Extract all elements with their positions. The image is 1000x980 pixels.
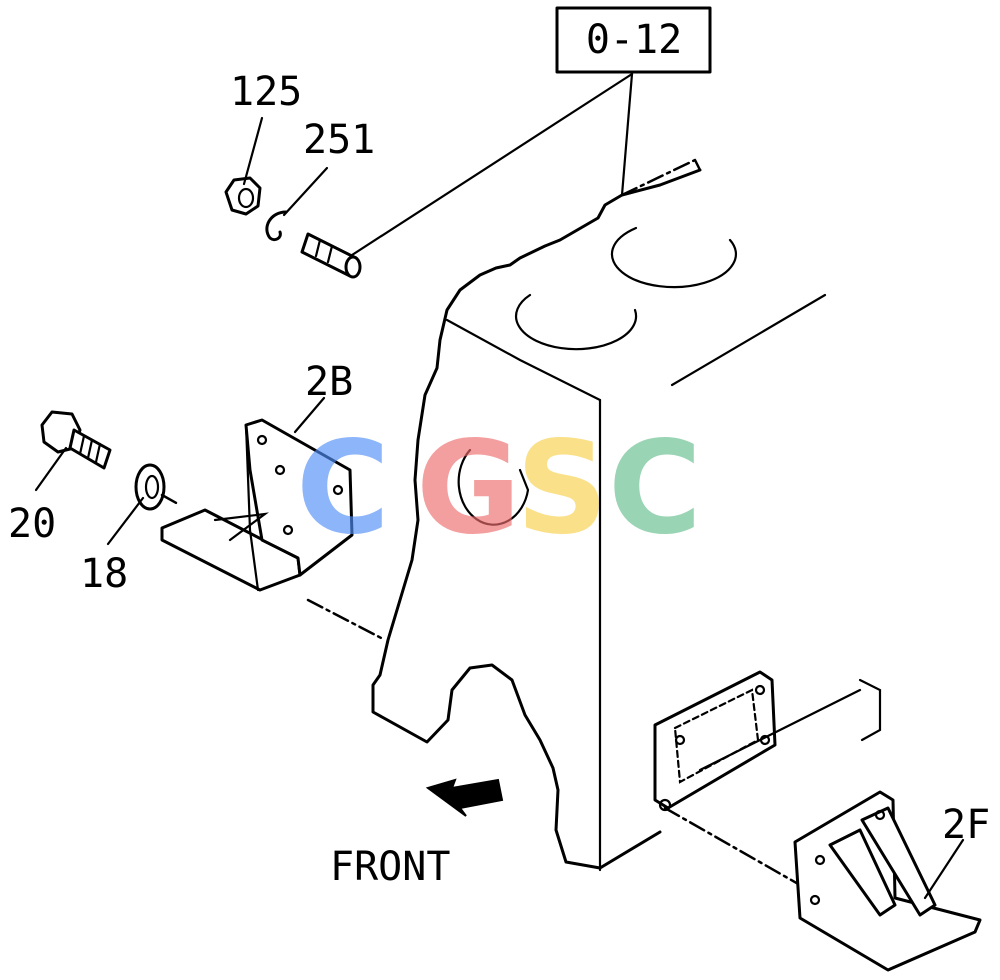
reference-leader-line [350, 72, 634, 257]
engine-block [371, 158, 882, 872]
leader-2F [923, 838, 965, 900]
reference-box[interactable]: 0-12 [555, 6, 712, 74]
bolt-part[interactable] [40, 410, 112, 470]
leader-18 [106, 496, 145, 546]
bracket-front-part[interactable] [793, 790, 982, 972]
pin-part[interactable] [300, 232, 362, 279]
callout-2B: 2B [305, 359, 353, 405]
watermark-letter-2: G [416, 414, 521, 563]
clip-part[interactable] [265, 210, 288, 242]
leader-20 [34, 446, 68, 492]
front-arrow-icon [425, 778, 504, 817]
watermark-logo: C G S C [296, 414, 702, 563]
watermark-letter-4: C [608, 414, 702, 563]
front-direction-label: FRONT [330, 844, 450, 890]
callout-18: 18 [80, 551, 128, 597]
callout-20: 20 [8, 501, 56, 547]
callout-125: 125 [230, 69, 302, 115]
callout-2F: 2F [942, 802, 990, 848]
reference-box-label: 0-12 [586, 17, 682, 63]
callout-251: 251 [303, 117, 375, 163]
mount-line-rear [306, 598, 387, 642]
bracket-rear-part[interactable] [160, 418, 354, 592]
leader-251 [282, 166, 329, 217]
mount-line-front [663, 806, 802, 887]
watermark-letter-3: S [516, 414, 608, 563]
washer-dash [160, 493, 180, 506]
watermark-letter-1: C [296, 414, 390, 563]
nut-part[interactable] [224, 176, 262, 216]
leader-125 [242, 116, 264, 186]
reference-leader-line-engine [620, 72, 634, 197]
leader-2B [293, 396, 326, 434]
